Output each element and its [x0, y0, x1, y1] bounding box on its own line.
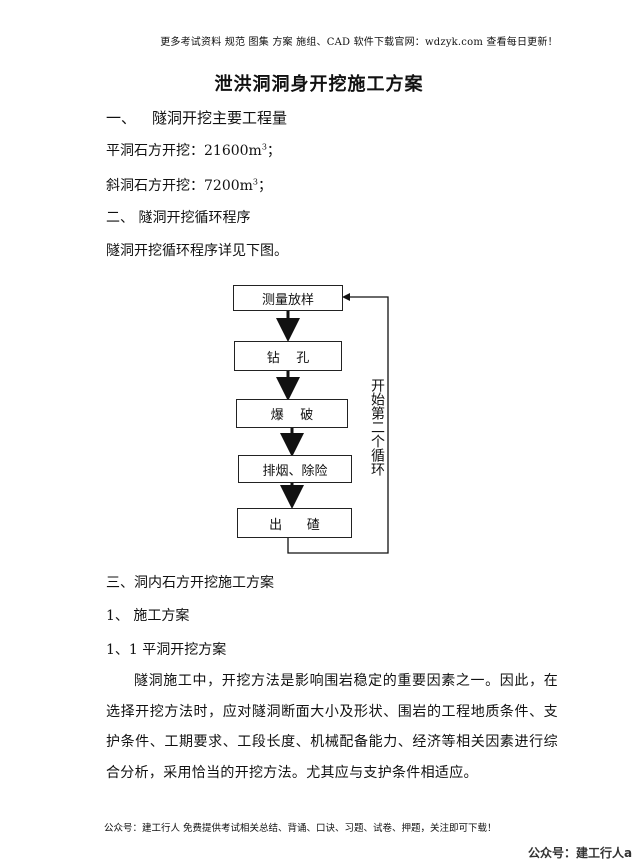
quantity-flat-tunnel: 平洞石方开挖：21600m3；: [106, 140, 281, 160]
flow-step-survey-label: 测量放样: [261, 292, 314, 308]
quantity-inclined-suffix: ；: [258, 178, 272, 194]
subsection-1-heading: 1、 施工方案: [106, 608, 190, 624]
flow-step-blast-label: 爆 破: [270, 408, 314, 423]
flow-step-muck-label: 出 碴: [269, 517, 320, 533]
loop-label: 开始第二个循环: [369, 378, 385, 476]
loop-arrowhead: [342, 293, 350, 301]
flow-step-survey: 测量放样: [233, 285, 343, 311]
flow-step-muck: 出 碴: [237, 508, 352, 538]
header-note: 更多考试资料 规范 图集 方案 施组、CAD 软件下载官网：wdzyk.com …: [160, 37, 558, 48]
quantity-inclined-label: 斜洞石方开挖：7200m: [106, 178, 253, 194]
section-1-number: 一、: [106, 109, 137, 127]
subsection-1-1-heading: 1、1 平洞开挖方案: [106, 642, 227, 658]
section-1-heading: 一、隧洞开挖主要工程量: [106, 107, 287, 128]
watermark-brand: 公众号：建工行人a: [528, 846, 633, 860]
footer-note: 公众号：建工行人 免费提供考试相关总结、背诵、口诀、习题、试卷、押题，关注即可下…: [104, 823, 497, 834]
quantity-flat-label: 平洞石方开挖：21600m: [106, 143, 262, 159]
page-title: 泄洪洞洞身开挖施工方案: [214, 74, 424, 95]
flow-step-ventilate-label: 排烟、除险: [262, 463, 328, 479]
section-1-title: 隧洞开挖主要工程量: [152, 109, 288, 127]
cycle-intro-text: 隧洞开挖循环程序详见下图。: [106, 243, 288, 259]
quantity-inclined-tunnel: 斜洞石方开挖：7200m3；: [106, 175, 272, 195]
flow-step-blast: 爆 破: [236, 399, 348, 428]
flow-step-drill-label: 钻 孔: [266, 350, 310, 366]
section-2-heading: 二、 隧洞开挖循环程序: [106, 210, 251, 226]
flow-step-drill: 钻 孔: [234, 341, 342, 371]
body-paragraph: 隧洞施工中，开挖方法是影响围岩稳定的重要因素之一。因此，在选择开挖方法时，应对隧…: [106, 673, 558, 781]
flow-step-ventilate: 排烟、除险: [238, 455, 352, 483]
loop-back-line: [287, 296, 389, 554]
quantity-flat-suffix: ；: [266, 143, 281, 159]
quantity-inclined-unit-sup: 3: [252, 177, 258, 187]
quantity-flat-unit-sup: 3: [261, 142, 267, 152]
section-3-heading: 三、洞内石方开挖施工方案: [106, 575, 274, 591]
